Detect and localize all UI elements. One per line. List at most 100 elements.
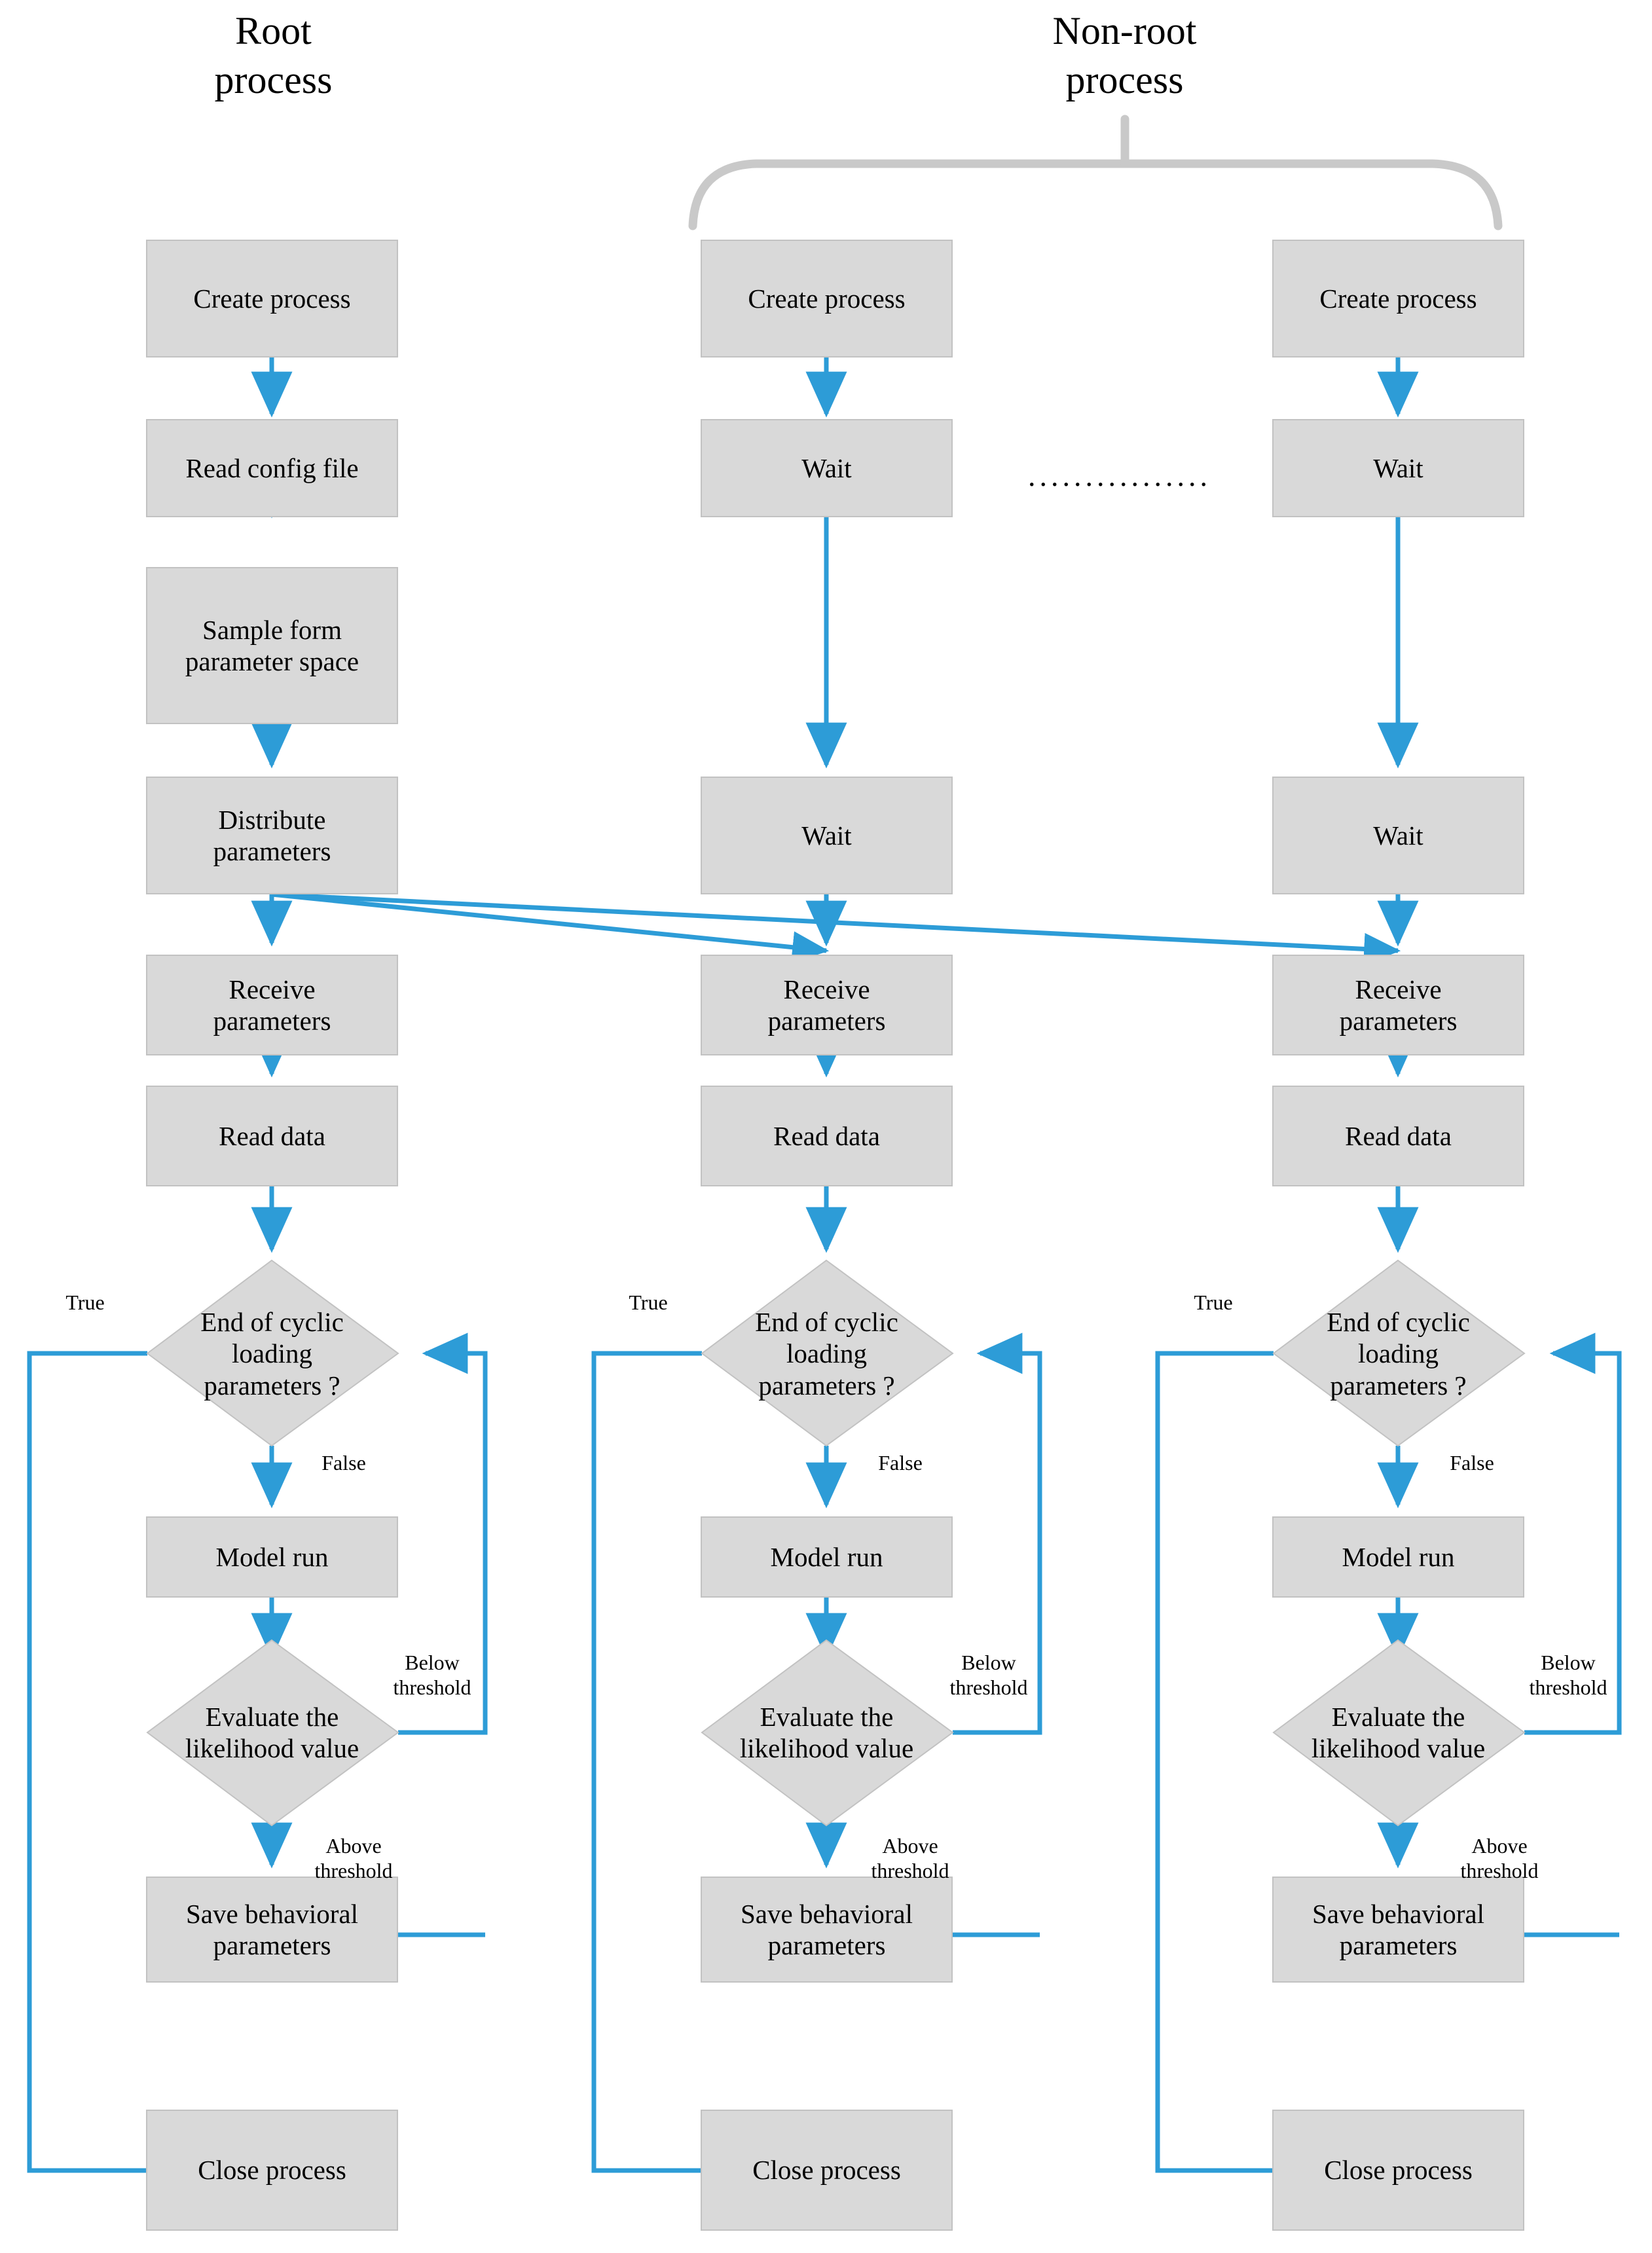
node-nonrootN-save-behavioral-parameters[interactable]: Save behavioral parameters <box>1272 1877 1524 1983</box>
node-label-line2: parameter space <box>185 646 359 676</box>
node-root-end-of-cyclic-loading[interactable]: End of cyclic loading parameters ? <box>149 1290 395 1418</box>
above-line2: threshold <box>314 1859 393 1883</box>
edge-label-nonrootN-above-threshold: Above threshold <box>1431 1833 1568 1884</box>
node-root-read-config-file[interactable]: Read config file <box>146 419 398 517</box>
node-label-line1: Receive <box>229 974 316 1004</box>
node-label-line1: Receive <box>783 974 870 1004</box>
node-label-line2: likelihood value <box>185 1733 359 1763</box>
node-nonroot1-model-run[interactable]: Model run <box>701 1516 953 1598</box>
node-nonrootN-evaluate-likelihood[interactable]: Evaluate the likelihood value <box>1276 1689 1521 1776</box>
below-line2: threshold <box>1529 1676 1607 1700</box>
ellipsis-between-processes: ................ <box>1028 459 1211 492</box>
node-label: Read data <box>773 1120 880 1151</box>
above-line1: Above <box>882 1834 938 1858</box>
node-label-line1: Evaluate the <box>205 1701 339 1732</box>
node-label-line2: loading <box>1358 1338 1439 1369</box>
node-label-line2: loading <box>232 1338 312 1369</box>
node-nonrootN-create-process[interactable]: Create process <box>1272 240 1524 357</box>
below-line1: Below <box>1541 1651 1596 1674</box>
node-nonroot1-save-behavioral-parameters[interactable]: Save behavioral parameters <box>701 1877 953 1983</box>
column-title-root: Root process <box>147 7 399 105</box>
node-nonroot1-close-process[interactable]: Close process <box>701 2110 953 2231</box>
node-label: Read data <box>1345 1120 1452 1151</box>
edge-label-nonrootN-false: False <box>1450 1451 1494 1475</box>
node-nonroot1-read-data[interactable]: Read data <box>701 1086 953 1186</box>
node-label-line2: parameters <box>213 1006 331 1036</box>
node-nonrootN-model-run[interactable]: Model run <box>1272 1516 1524 1598</box>
node-label-line1: End of cyclic <box>200 1306 344 1337</box>
edge-label-root-false: False <box>321 1451 366 1475</box>
above-line1: Above <box>1471 1834 1528 1858</box>
node-label: Model run <box>1342 1541 1455 1572</box>
node-label-line2: parameters <box>767 1930 886 1960</box>
node-root-save-behavioral-parameters[interactable]: Save behavioral parameters <box>146 1877 398 1983</box>
node-nonroot1-wait-1[interactable]: Wait <box>701 419 953 517</box>
node-label: Create process <box>193 283 351 314</box>
node-nonrootN-wait-1[interactable]: Wait <box>1272 419 1524 517</box>
node-root-sample-parameter-space[interactable]: Sample form parameter space <box>146 567 398 724</box>
node-nonroot1-end-of-cyclic-loading[interactable]: End of cyclic loading parameters ? <box>704 1290 949 1418</box>
node-nonrootN-read-data[interactable]: Read data <box>1272 1086 1524 1186</box>
node-root-receive-parameters[interactable]: Receive parameters <box>146 955 398 1055</box>
node-label: Read config file <box>185 452 359 483</box>
node-label: Create process <box>1319 283 1477 314</box>
node-nonroot1-receive-parameters[interactable]: Receive parameters <box>701 955 953 1055</box>
node-label: Read data <box>219 1120 325 1151</box>
node-root-close-process[interactable]: Close process <box>146 2110 398 2231</box>
edge-label-root-above-threshold: Above threshold <box>288 1833 419 1884</box>
node-root-distribute-parameters[interactable]: Distribute parameters <box>146 777 398 894</box>
node-label-line3: parameters ? <box>204 1370 340 1401</box>
below-line2: threshold <box>949 1676 1028 1700</box>
node-label: Close process <box>752 2155 901 2186</box>
node-nonroot1-wait-2[interactable]: Wait <box>701 777 953 894</box>
node-label: Wait <box>801 820 852 851</box>
node-root-read-data[interactable]: Read data <box>146 1086 398 1186</box>
edge-label-root-true: True <box>65 1291 105 1314</box>
edge-label-nonroot1-above-threshold: Above threshold <box>845 1833 976 1884</box>
node-label-line2: loading <box>786 1338 867 1369</box>
node-nonroot1-create-process[interactable]: Create process <box>701 240 953 357</box>
nonroot-title-line1: Non-root <box>1052 9 1197 52</box>
below-line1: Below <box>961 1651 1016 1674</box>
node-nonrootN-wait-2[interactable]: Wait <box>1272 777 1524 894</box>
node-label-line1: Save behavioral <box>741 1898 913 1929</box>
node-label-line1: Distribute <box>218 804 326 835</box>
node-label-line1: End of cyclic <box>1327 1306 1470 1337</box>
node-label: Create process <box>748 283 906 314</box>
node-label: Wait <box>1373 452 1423 483</box>
node-label: Wait <box>1373 820 1423 851</box>
node-root-model-run[interactable]: Model run <box>146 1516 398 1598</box>
node-label-line1: Save behavioral <box>1312 1898 1484 1929</box>
node-label-line1: Receive <box>1355 974 1442 1004</box>
node-label: Model run <box>215 1541 329 1572</box>
node-label-line2: parameters <box>1339 1006 1458 1036</box>
node-label: Wait <box>801 452 852 483</box>
node-nonroot1-evaluate-likelihood[interactable]: Evaluate the likelihood value <box>704 1689 949 1776</box>
node-label-line1: Evaluate the <box>760 1701 894 1732</box>
node-label-line2: parameters <box>1339 1930 1458 1960</box>
node-nonrootN-close-process[interactable]: Close process <box>1272 2110 1524 2231</box>
below-line1: Below <box>405 1651 460 1674</box>
node-root-create-process[interactable]: Create process <box>146 240 398 357</box>
node-label-line1: Evaluate the <box>1331 1701 1465 1732</box>
column-title-nonroot: Non-root process <box>999 7 1251 105</box>
node-label-line2: parameters <box>767 1006 886 1036</box>
edge-label-root-below-threshold: Below threshold <box>367 1650 498 1700</box>
node-label: Model run <box>770 1541 883 1572</box>
edge-label-nonroot1-true: True <box>629 1291 668 1314</box>
nonroot-title-line2: process <box>1065 58 1184 101</box>
node-label-line2: likelihood value <box>1311 1733 1486 1763</box>
node-label-line2: parameters <box>213 1930 331 1960</box>
node-label-line1: End of cyclic <box>755 1306 898 1337</box>
node-root-evaluate-likelihood[interactable]: Evaluate the likelihood value <box>149 1689 395 1776</box>
node-label-line2: likelihood value <box>739 1733 914 1763</box>
root-title-line2: process <box>214 58 333 101</box>
node-nonrootN-end-of-cyclic-loading[interactable]: End of cyclic loading parameters ? <box>1276 1290 1521 1418</box>
node-label-line1: Save behavioral <box>186 1898 358 1929</box>
node-label-line2: parameters <box>213 836 331 866</box>
above-line2: threshold <box>871 1859 949 1883</box>
node-nonrootN-receive-parameters[interactable]: Receive parameters <box>1272 955 1524 1055</box>
node-label-line1: Sample form <box>202 614 342 645</box>
edge-label-nonrootN-below-threshold: Below threshold <box>1499 1650 1637 1700</box>
